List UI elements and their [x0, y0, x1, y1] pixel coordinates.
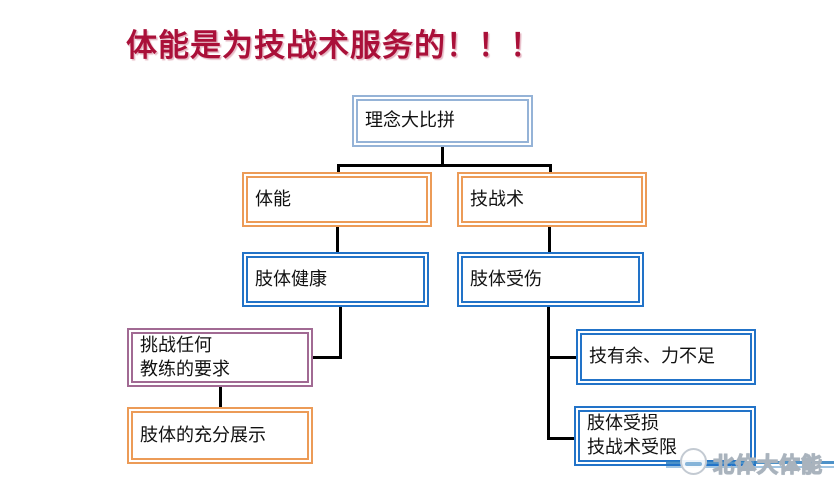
node-concept-contest: 理念大比拼 [352, 95, 533, 147]
node-healthy-limbs: 肢体健康 [242, 252, 429, 307]
watermark-stripe [666, 461, 834, 464]
node-label-line2: 技战术受限 [587, 437, 677, 458]
connector-root-drop-right [549, 164, 552, 174]
node-fitness: 体能 [242, 172, 432, 227]
node-full-body-display: 肢体的充分展示 [127, 407, 313, 464]
node-skill-surplus-strength-deficit: 技有余、力不足 [576, 329, 756, 385]
globe-icon [680, 448, 707, 475]
node-skills-tactics: 技战术 [457, 172, 647, 227]
connector-fitness-to-healthy [336, 227, 339, 254]
node-label-line2: 教练的要求 [140, 358, 230, 380]
node-label: 肢体受伤 [470, 268, 542, 290]
connector-healthy-to-challenge-elbow [313, 356, 342, 359]
watermark-stripe-thin [666, 466, 834, 468]
node-label: 体能 [255, 188, 291, 210]
node-challenge-coach-demands: 挑战任何 教练的要求 [127, 328, 313, 387]
node-label-line1: 挑战任何 [140, 334, 212, 356]
node-label: 肢体的充分展示 [140, 424, 266, 446]
connector-skills-to-injured [548, 227, 551, 254]
connector-injured-branch-bottom [547, 437, 576, 440]
connector-root-stem [441, 146, 444, 167]
slide-title: 体能是为技战术服务的！！！ [126, 28, 542, 64]
watermark-logo: 北体大体能 [666, 445, 834, 483]
connector-challenge-to-display [219, 387, 222, 409]
watermark-text: 北体大体能 [712, 452, 823, 477]
node-label: 技有余、力不足 [589, 346, 715, 368]
connector-injured-branch-top [547, 356, 578, 359]
connector-root-crossbar [337, 164, 552, 167]
node-label-line1: 肢体受损 [587, 413, 659, 435]
node-label: 理念大比拼 [365, 110, 455, 132]
connector-healthy-stem [339, 306, 342, 359]
node-damaged-limbs-limited-skills: 肢体受损 技战术受限 [574, 406, 756, 466]
node-label: 肢体健康 [255, 268, 327, 290]
node-label: 技战术 [470, 188, 524, 210]
node-injured-limbs: 肢体受伤 [457, 252, 644, 307]
connector-injured-stem [547, 306, 550, 440]
connector-root-drop-left [337, 164, 340, 174]
